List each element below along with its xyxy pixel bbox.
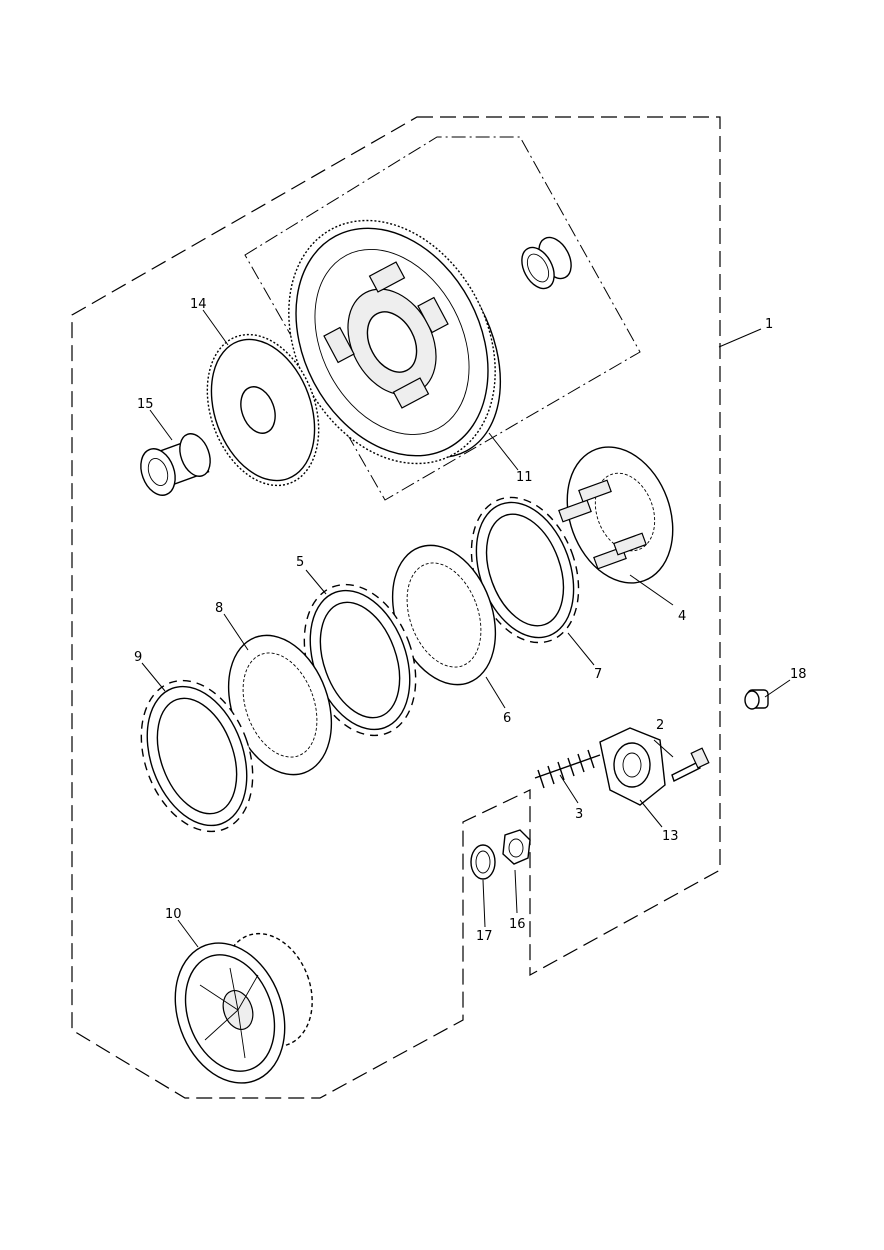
callout-11: 11 — [516, 470, 533, 485]
callout-6: 6 — [503, 711, 511, 726]
callout-7: 7 — [594, 667, 602, 682]
callout-5: 5 — [296, 555, 304, 570]
callout-14: 14 — [190, 297, 207, 312]
callout-18: 18 — [790, 667, 807, 682]
washer — [470, 844, 496, 880]
callout-10: 10 — [165, 907, 182, 922]
callout-9: 9 — [134, 650, 142, 665]
friction-plate-5 — [303, 583, 417, 737]
callout-16: 16 — [509, 917, 526, 932]
gear-14 — [206, 333, 320, 487]
clutch-basket — [288, 219, 502, 465]
bush-15 — [140, 433, 211, 496]
plain-plate-8 — [227, 634, 333, 776]
callout-2: 2 — [656, 718, 664, 733]
spring — [534, 749, 601, 789]
callout-17: 17 — [476, 929, 493, 944]
callout-4: 4 — [678, 609, 686, 624]
assembly-boundary-inner — [244, 136, 641, 501]
friction-plate-9 — [140, 679, 254, 833]
plug — [744, 689, 769, 710]
callout-13: 13 — [662, 829, 679, 844]
nut — [502, 829, 531, 865]
callout-8: 8 — [215, 601, 223, 616]
assembly-boundary-outer — [71, 116, 721, 1099]
callout-15: 15 — [137, 397, 154, 412]
pressure-plate — [558, 446, 674, 584]
needle-bearing — [521, 236, 572, 290]
leader-lines — [141, 309, 791, 948]
callout-3: 3 — [575, 807, 583, 822]
friction-plate-7 — [470, 496, 580, 644]
bolt — [671, 747, 710, 782]
clutch-hub — [174, 932, 313, 1084]
callout-1: 1 — [765, 317, 773, 332]
lifter-plate — [599, 727, 666, 806]
